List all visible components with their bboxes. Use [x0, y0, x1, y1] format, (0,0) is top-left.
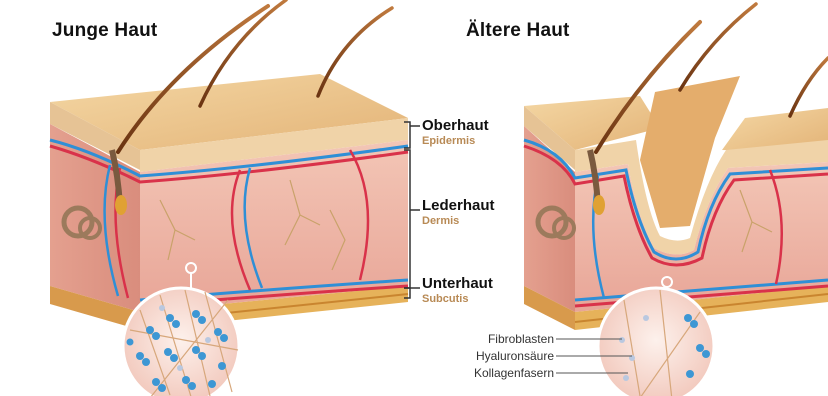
- layer-latin-name: Dermis: [422, 216, 495, 227]
- older-skin-block: [524, 4, 828, 330]
- legend-hyaluronic-acid: Hyaluronsäure: [444, 349, 554, 363]
- layer-latin-name: Subcutis: [422, 294, 493, 305]
- layer-label-subcutis: Unterhaut Subcutis: [422, 276, 493, 305]
- layer-latin-name: Epidermis: [422, 136, 489, 147]
- young-skin-block: [50, 0, 408, 330]
- layer-name: Unterhaut: [422, 276, 493, 291]
- layer-label-epidermis: Oberhaut Epidermis: [422, 118, 489, 147]
- layer-label-dermis: Lederhaut Dermis: [422, 198, 495, 227]
- legend-collagen-fibers: Kollagenfasern: [444, 366, 554, 380]
- legend-fibroblasts: Fibroblasten: [444, 332, 554, 346]
- layer-name: Lederhaut: [422, 198, 495, 213]
- layer-name: Oberhaut: [422, 118, 489, 133]
